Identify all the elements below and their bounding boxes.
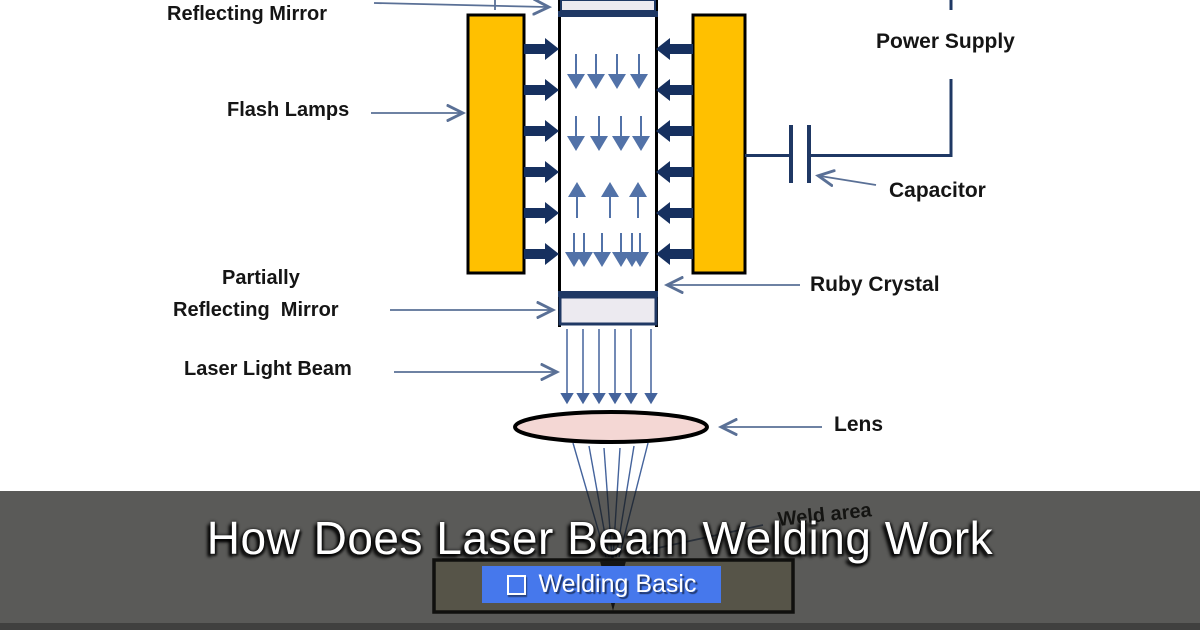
category-badge[interactable]: Welding Basic (482, 566, 721, 603)
partially-reflecting-mirror-shape (558, 291, 658, 326)
capacitor-symbol (789, 125, 811, 183)
laser-beam-lines (560, 329, 658, 405)
pump-arrows-left (524, 38, 559, 265)
ruby-crystal-label: Ruby Crystal (810, 273, 940, 296)
power-supply-label: Power Supply (876, 30, 1015, 53)
flash-lamps-label: Flash Lamps (227, 99, 350, 121)
page-title: How Does Laser Beam Welding Work (206, 512, 994, 564)
flash-lamp-right (691, 13, 747, 275)
category-badge-label: Welding Basic (538, 570, 697, 598)
partially-reflecting-mirror-label-line2: Reflecting Mirror (173, 299, 339, 321)
lens-label: Lens (834, 413, 884, 436)
pump-arrows-right (656, 38, 693, 265)
reflecting-mirror-shape (558, 0, 658, 17)
ruby-crystal-rod (558, 0, 658, 327)
power-circuit-wires (745, 0, 953, 157)
title-overlay-band (0, 491, 1200, 630)
photon-arrows (565, 54, 650, 267)
capacitor-label: Capacitor (889, 179, 986, 202)
lens-shape (513, 410, 709, 444)
partially-reflecting-mirror-label-line1: Partially (222, 267, 300, 289)
square-outline-icon (506, 574, 526, 595)
overlay-bottom-strip (0, 623, 1200, 630)
flash-lamp-left (466, 13, 526, 275)
reflecting-mirror-label: Reflecting Mirror (167, 3, 328, 25)
laser-light-beam-label: Laser Light Beam (184, 358, 352, 380)
